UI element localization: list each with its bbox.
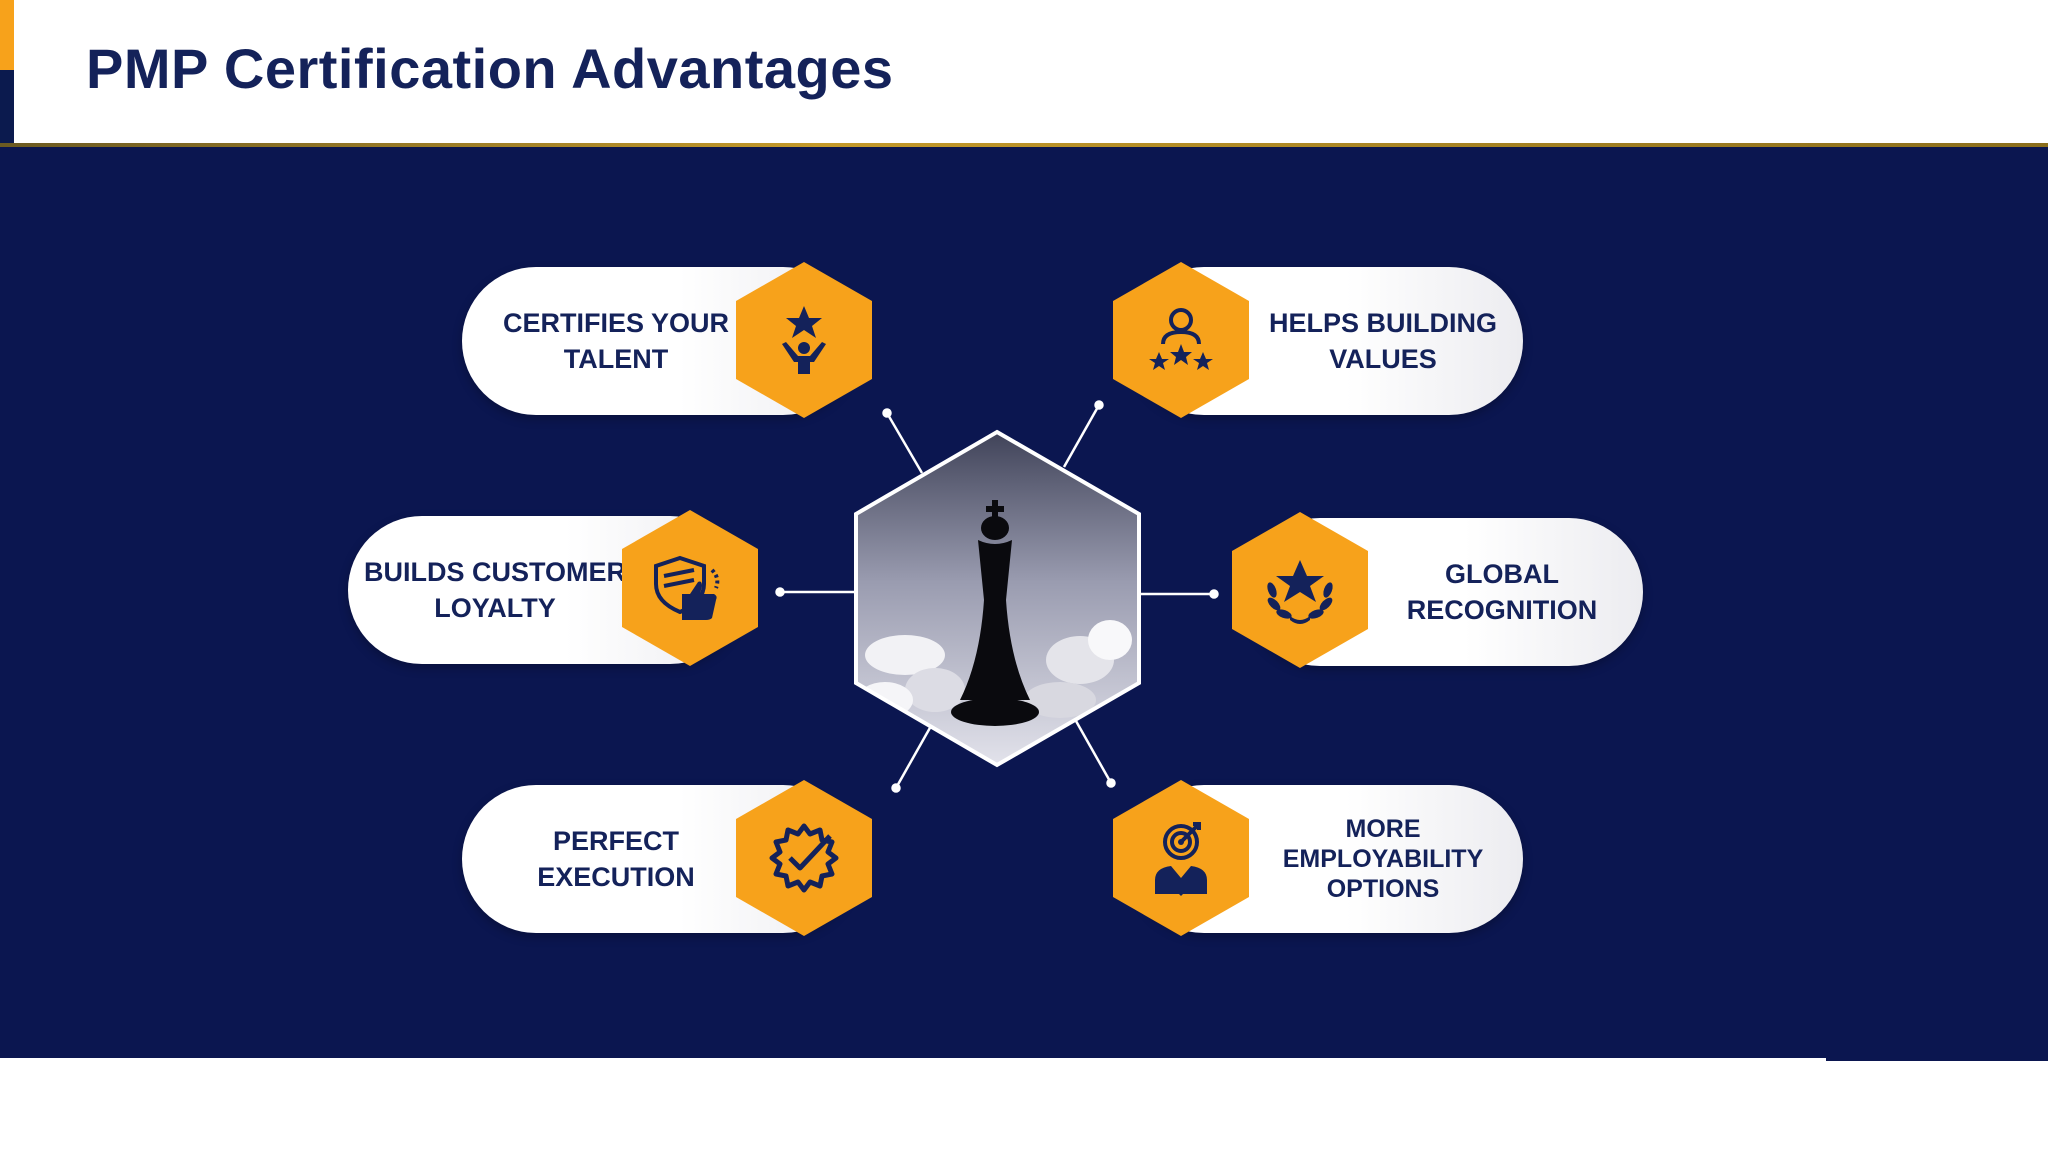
shield-thumbs-up-icon <box>654 555 720 620</box>
content-panel <box>0 147 2048 1058</box>
benefit-label: BUILDS CUSTOMER LOYALTY <box>363 557 626 623</box>
benefit-label: GLOBAL RECOGNITION <box>1406 559 1598 625</box>
benefit-label: HELPS BUILDING VALUES <box>1268 308 1497 374</box>
benefit-label: PERFECT EXECUTION <box>537 826 695 892</box>
benefit-label: CERTIFIES YOUR TALENT <box>502 308 730 374</box>
page-title: PMP Certification Advantages <box>86 37 894 100</box>
benefit-hex-customer-loyalty <box>622 510 758 666</box>
header-bar: PMP Certification Advantages <box>0 0 2048 143</box>
header-divider <box>0 143 2048 147</box>
header-accent-navy <box>0 70 14 143</box>
target-person-icon <box>1155 822 1207 896</box>
star-person-icon <box>782 306 826 374</box>
laurel-star-icon <box>1267 560 1333 624</box>
benefit-label: MORE EMPLOYABILITY OPTIONS <box>1282 815 1484 903</box>
panel-edge <box>1826 1057 2048 1061</box>
benefit-hex-certifies-talent <box>736 262 872 418</box>
benefit-hex-perfect-execution <box>736 780 872 936</box>
person-stars-icon <box>1149 308 1213 370</box>
gear-check-icon <box>769 823 839 893</box>
header-accent-orange <box>0 0 14 70</box>
